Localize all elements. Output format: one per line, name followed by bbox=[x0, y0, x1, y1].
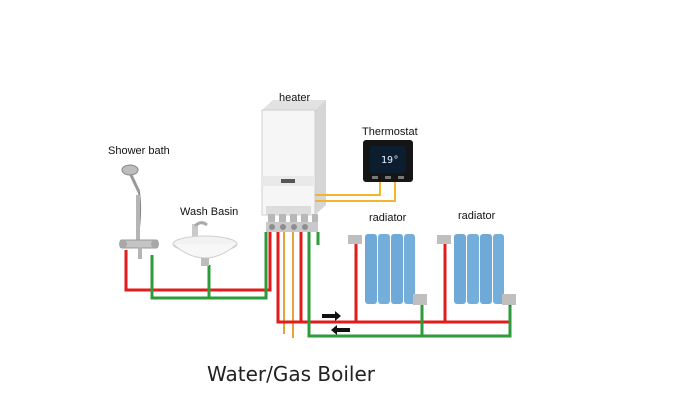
shower-head-icon bbox=[119, 164, 159, 259]
radiator-icon bbox=[437, 234, 516, 305]
diagram-caption: Water/Gas Boiler bbox=[207, 362, 375, 386]
shower-bath-label: Shower bath bbox=[108, 145, 170, 157]
boiler-outlet-fittings bbox=[266, 214, 318, 232]
return-pipes bbox=[150, 232, 512, 338]
flow-arrow-icon bbox=[322, 311, 350, 335]
thermostat-display: 19° bbox=[380, 155, 400, 166]
radiator-label-1: radiator bbox=[369, 212, 407, 224]
wash-basin-icon bbox=[172, 221, 238, 266]
thermostat-unit-icon bbox=[363, 140, 413, 182]
thermostat-label: Thermostat bbox=[362, 126, 418, 138]
gas-pipe bbox=[283, 232, 294, 338]
boiler-unit-icon bbox=[261, 100, 326, 216]
radiator-icon bbox=[348, 234, 427, 305]
heater-label: heater bbox=[279, 92, 311, 104]
radiator-label-2: radiator bbox=[458, 210, 496, 222]
wash-basin-label: Wash Basin bbox=[180, 206, 239, 218]
control-wires bbox=[315, 182, 396, 202]
